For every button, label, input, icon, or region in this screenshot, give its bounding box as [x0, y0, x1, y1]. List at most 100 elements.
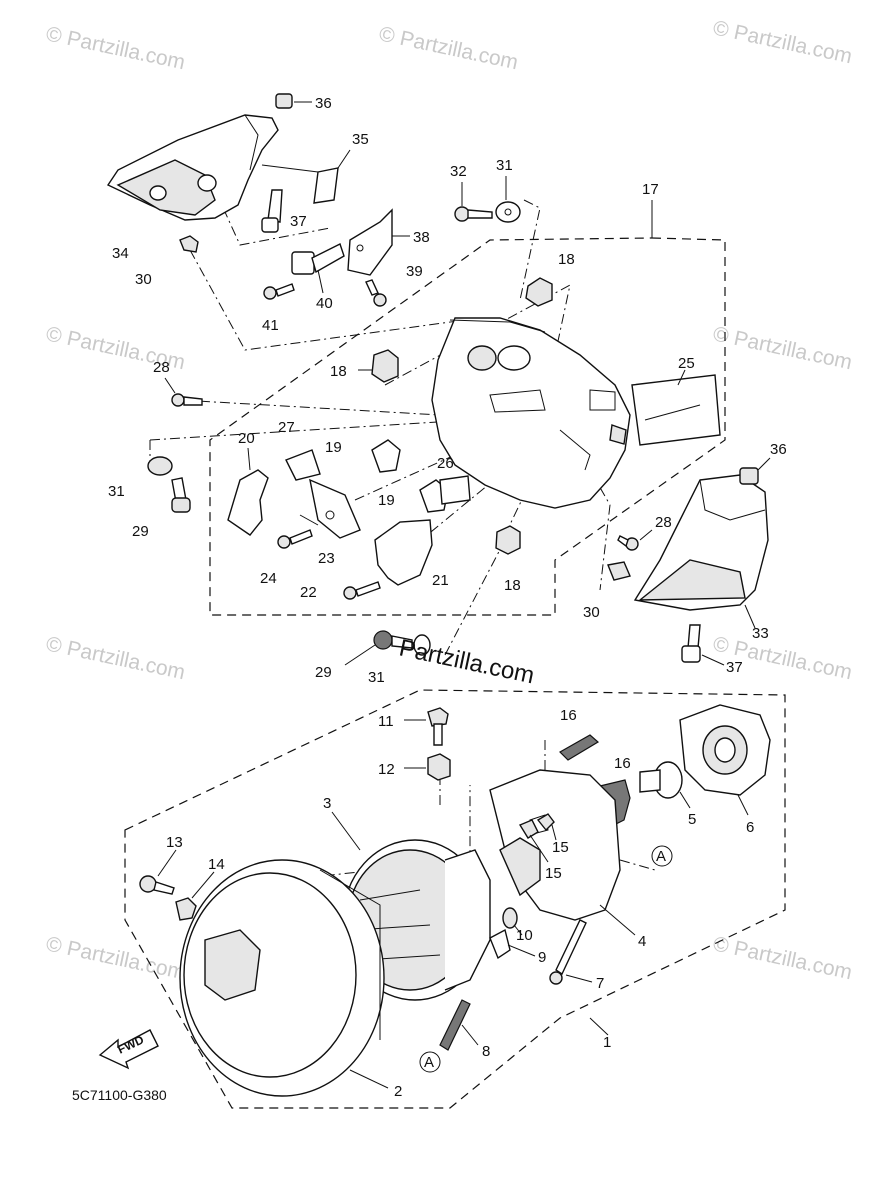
clip-27	[285, 449, 321, 481]
callout-8: 8	[482, 1043, 490, 1060]
headlight-rim-2	[179, 859, 389, 1097]
clip-16-a	[559, 734, 600, 761]
callout-4: 4	[638, 933, 646, 950]
callout-5: 5	[688, 811, 696, 828]
grommet-18-c	[495, 525, 521, 555]
leader-33	[744, 604, 756, 629]
callout-9: 9	[538, 949, 546, 966]
bracket-4	[489, 769, 636, 936]
callout-37: 37	[726, 659, 743, 676]
callout-23: 23	[318, 550, 335, 567]
screw-41	[263, 283, 295, 300]
callout-14: 14	[208, 856, 225, 873]
screw-22	[343, 581, 381, 600]
spring-8	[439, 999, 479, 1051]
spacer-14	[175, 871, 215, 921]
group-17-boundary	[209, 237, 726, 616]
washer-31-left	[147, 456, 173, 476]
callout-35: 35	[352, 131, 369, 148]
grommet-18-b	[358, 349, 399, 383]
bolt-32	[454, 182, 493, 222]
headlight-cover-right	[633, 474, 769, 611]
callout-13: 13	[166, 834, 183, 851]
callout-30: 30	[583, 604, 600, 621]
watermark: © Partzilla.com	[44, 632, 187, 684]
grommet-18-a	[525, 277, 553, 307]
callout-37: 37	[290, 213, 307, 230]
callout-31: 31	[496, 157, 513, 174]
forward-arrow: FWD	[98, 1029, 159, 1070]
ref-mark-a-left-label: A	[424, 1054, 434, 1071]
label-26	[439, 475, 471, 505]
callout-36: 36	[770, 441, 787, 458]
callout-18: 18	[504, 577, 521, 594]
grommet-30-upper	[179, 235, 199, 253]
ref-mark-a-right: A	[651, 845, 673, 867]
callout-16: 16	[560, 707, 577, 724]
clip-9	[489, 928, 536, 960]
callout-19: 19	[325, 439, 342, 456]
callout-41: 41	[262, 317, 279, 334]
screw-11	[404, 707, 449, 746]
screw-28-left	[164, 377, 203, 407]
screw-39	[365, 279, 387, 307]
callout-19: 19	[378, 492, 395, 509]
callout-1: 1	[603, 1034, 611, 1051]
label-25	[631, 369, 721, 446]
watermark: © Partzilla.com	[377, 22, 520, 74]
bolt-36	[275, 93, 312, 109]
callout-33: 33	[752, 625, 769, 642]
bracket-38	[347, 208, 410, 276]
socket-40	[291, 243, 345, 294]
headlight-cover-left	[106, 114, 279, 221]
headlight-housing	[431, 317, 631, 509]
bracket-15-a	[536, 813, 557, 841]
callout-29: 29	[315, 664, 332, 681]
shield-21	[374, 519, 433, 586]
clamp-20	[227, 447, 269, 536]
callout-34: 34	[112, 245, 129, 262]
screw-28-right	[617, 529, 653, 551]
callout-30: 30	[135, 271, 152, 288]
bolt-29-lower	[344, 630, 431, 666]
callout-31: 31	[368, 669, 385, 686]
washer-31-upper	[495, 176, 521, 223]
callout-17: 17	[642, 181, 659, 198]
callout-6: 6	[746, 819, 754, 836]
callout-31: 31	[108, 483, 125, 500]
callout-27: 27	[278, 419, 295, 436]
ref-mark-a-right-label: A	[656, 848, 666, 865]
callout-15: 15	[545, 865, 562, 882]
callout-20: 20	[238, 430, 255, 447]
screw-7	[549, 919, 593, 985]
watermark: © Partzilla.com	[44, 932, 187, 984]
watermark: © Partzilla.com	[711, 932, 854, 984]
bolt-29-left	[171, 477, 191, 513]
callout-3: 3	[323, 795, 331, 812]
callout-7: 7	[596, 975, 604, 992]
callout-10: 10	[516, 927, 533, 944]
callout-numbers: 36 35 32 31 17 38 34 30 37 18 39 40 41 1…	[108, 95, 787, 1100]
callout-2: 2	[394, 1083, 402, 1100]
grommet-30-right	[607, 561, 631, 581]
callout-36: 36	[315, 95, 332, 112]
bracket-15-b	[518, 819, 549, 863]
callout-22: 22	[300, 584, 317, 601]
bulb-5	[639, 761, 691, 809]
ref-mark-a-left: A	[419, 1051, 441, 1073]
watermark: © Partzilla.com	[44, 22, 187, 74]
bolt-37-lower	[681, 624, 725, 666]
bulb-cover-6	[679, 704, 771, 816]
bracket-23	[299, 478, 361, 539]
callout-16: 16	[614, 755, 631, 772]
bolt-37-upper	[261, 189, 283, 233]
diagram-code: 5C71100-G380	[72, 1087, 167, 1103]
group-1-boundary	[124, 689, 786, 1109]
spring-10	[502, 907, 523, 936]
clip-19-a	[371, 439, 401, 473]
watermark: © Partzilla.com	[711, 16, 854, 68]
grommet-12	[404, 753, 451, 781]
callout-28: 28	[153, 359, 170, 376]
callout-29: 29	[132, 523, 149, 540]
